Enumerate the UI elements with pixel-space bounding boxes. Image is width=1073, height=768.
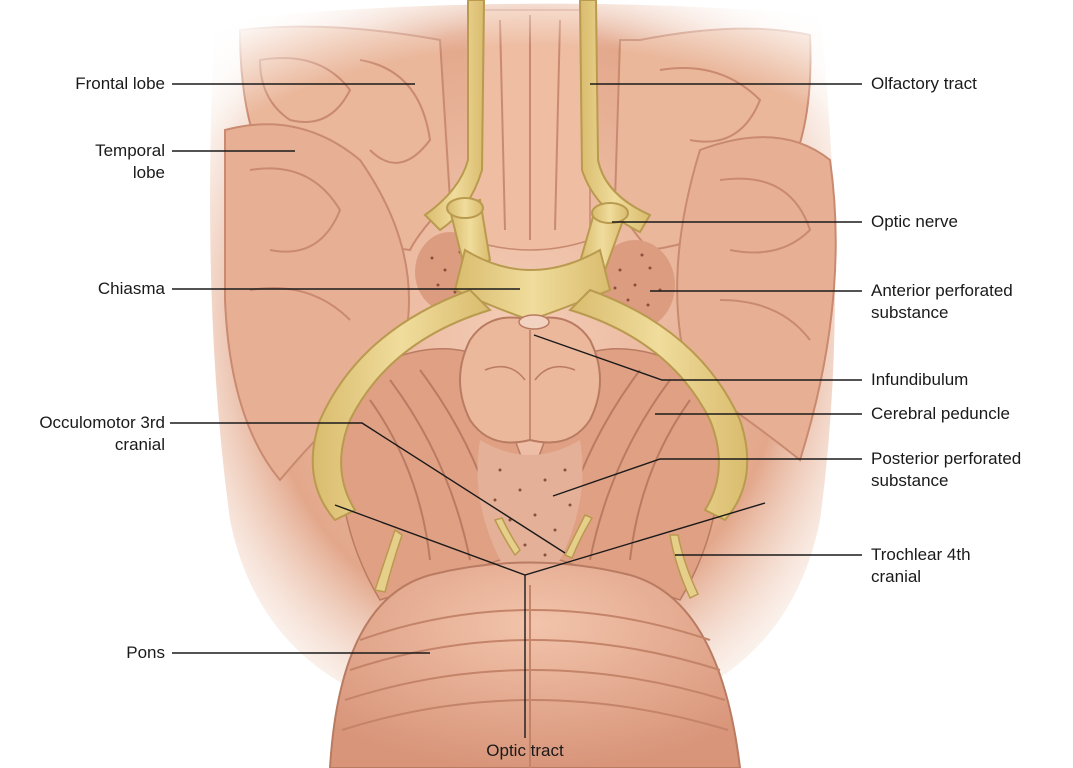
label-chiasma: Chiasma <box>40 278 165 300</box>
label-cerebral-peduncle: Cerebral peduncle <box>871 403 1010 425</box>
mammillary-bodies <box>460 318 600 443</box>
label-occulomotor-3rd-cranial: Occulomotor 3rd cranial <box>0 412 165 456</box>
label-pons: Pons <box>40 642 165 664</box>
label-frontal-lobe: Frontal lobe <box>40 73 165 95</box>
label-anterior-perforated-substance: Anterior perforated substance <box>871 280 1013 324</box>
label-optic-tract: Optic tract <box>470 740 580 762</box>
label-infundibulum: Infundibulum <box>871 369 968 391</box>
label-temporal-lobe: Temporal lobe <box>40 140 165 184</box>
infundibulum <box>519 315 549 329</box>
label-posterior-perforated-substance: Posterior perforated substance <box>871 448 1021 492</box>
label-optic-nerve: Optic nerve <box>871 211 958 233</box>
label-olfactory-tract: Olfactory tract <box>871 73 977 95</box>
label-trochlear-4th-cranial: Trochlear 4th cranial <box>871 544 971 588</box>
